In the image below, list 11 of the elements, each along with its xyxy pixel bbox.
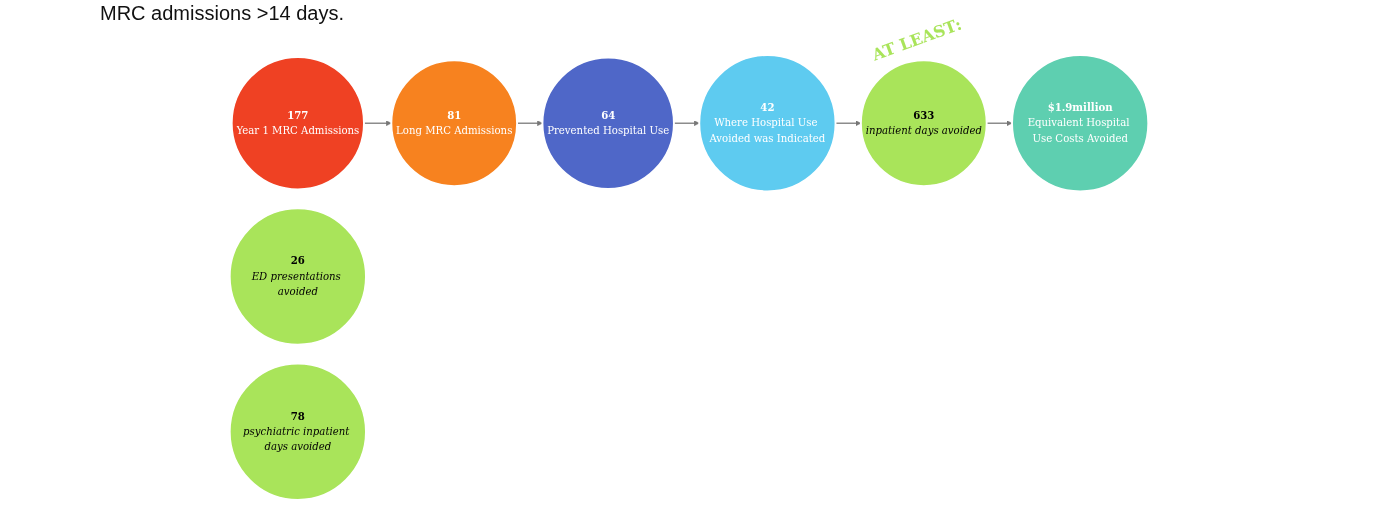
node-circle: 177 Year 1 MRC Admissions	[230, 56, 365, 191]
node-circle: 42 Where Hospital Use Avoided was Indicated	[698, 54, 837, 193]
node-circle: 64 Prevented Hospital Use	[541, 56, 675, 190]
node-circle: 78 psychiatric inpatient days avoided	[228, 362, 367, 501]
node-circle: 81 Long MRC Admissions	[390, 59, 519, 188]
note-text: MRC admissions >14 days.	[100, 2, 344, 25]
arrow	[986, 120, 1013, 126]
node-circle: $1.9million Equivalent Hospital Use Costs Avoided	[1011, 54, 1150, 193]
node-circle: 26 ED presentations avoided	[228, 207, 367, 346]
arrow	[363, 120, 392, 126]
arrow	[673, 120, 700, 126]
